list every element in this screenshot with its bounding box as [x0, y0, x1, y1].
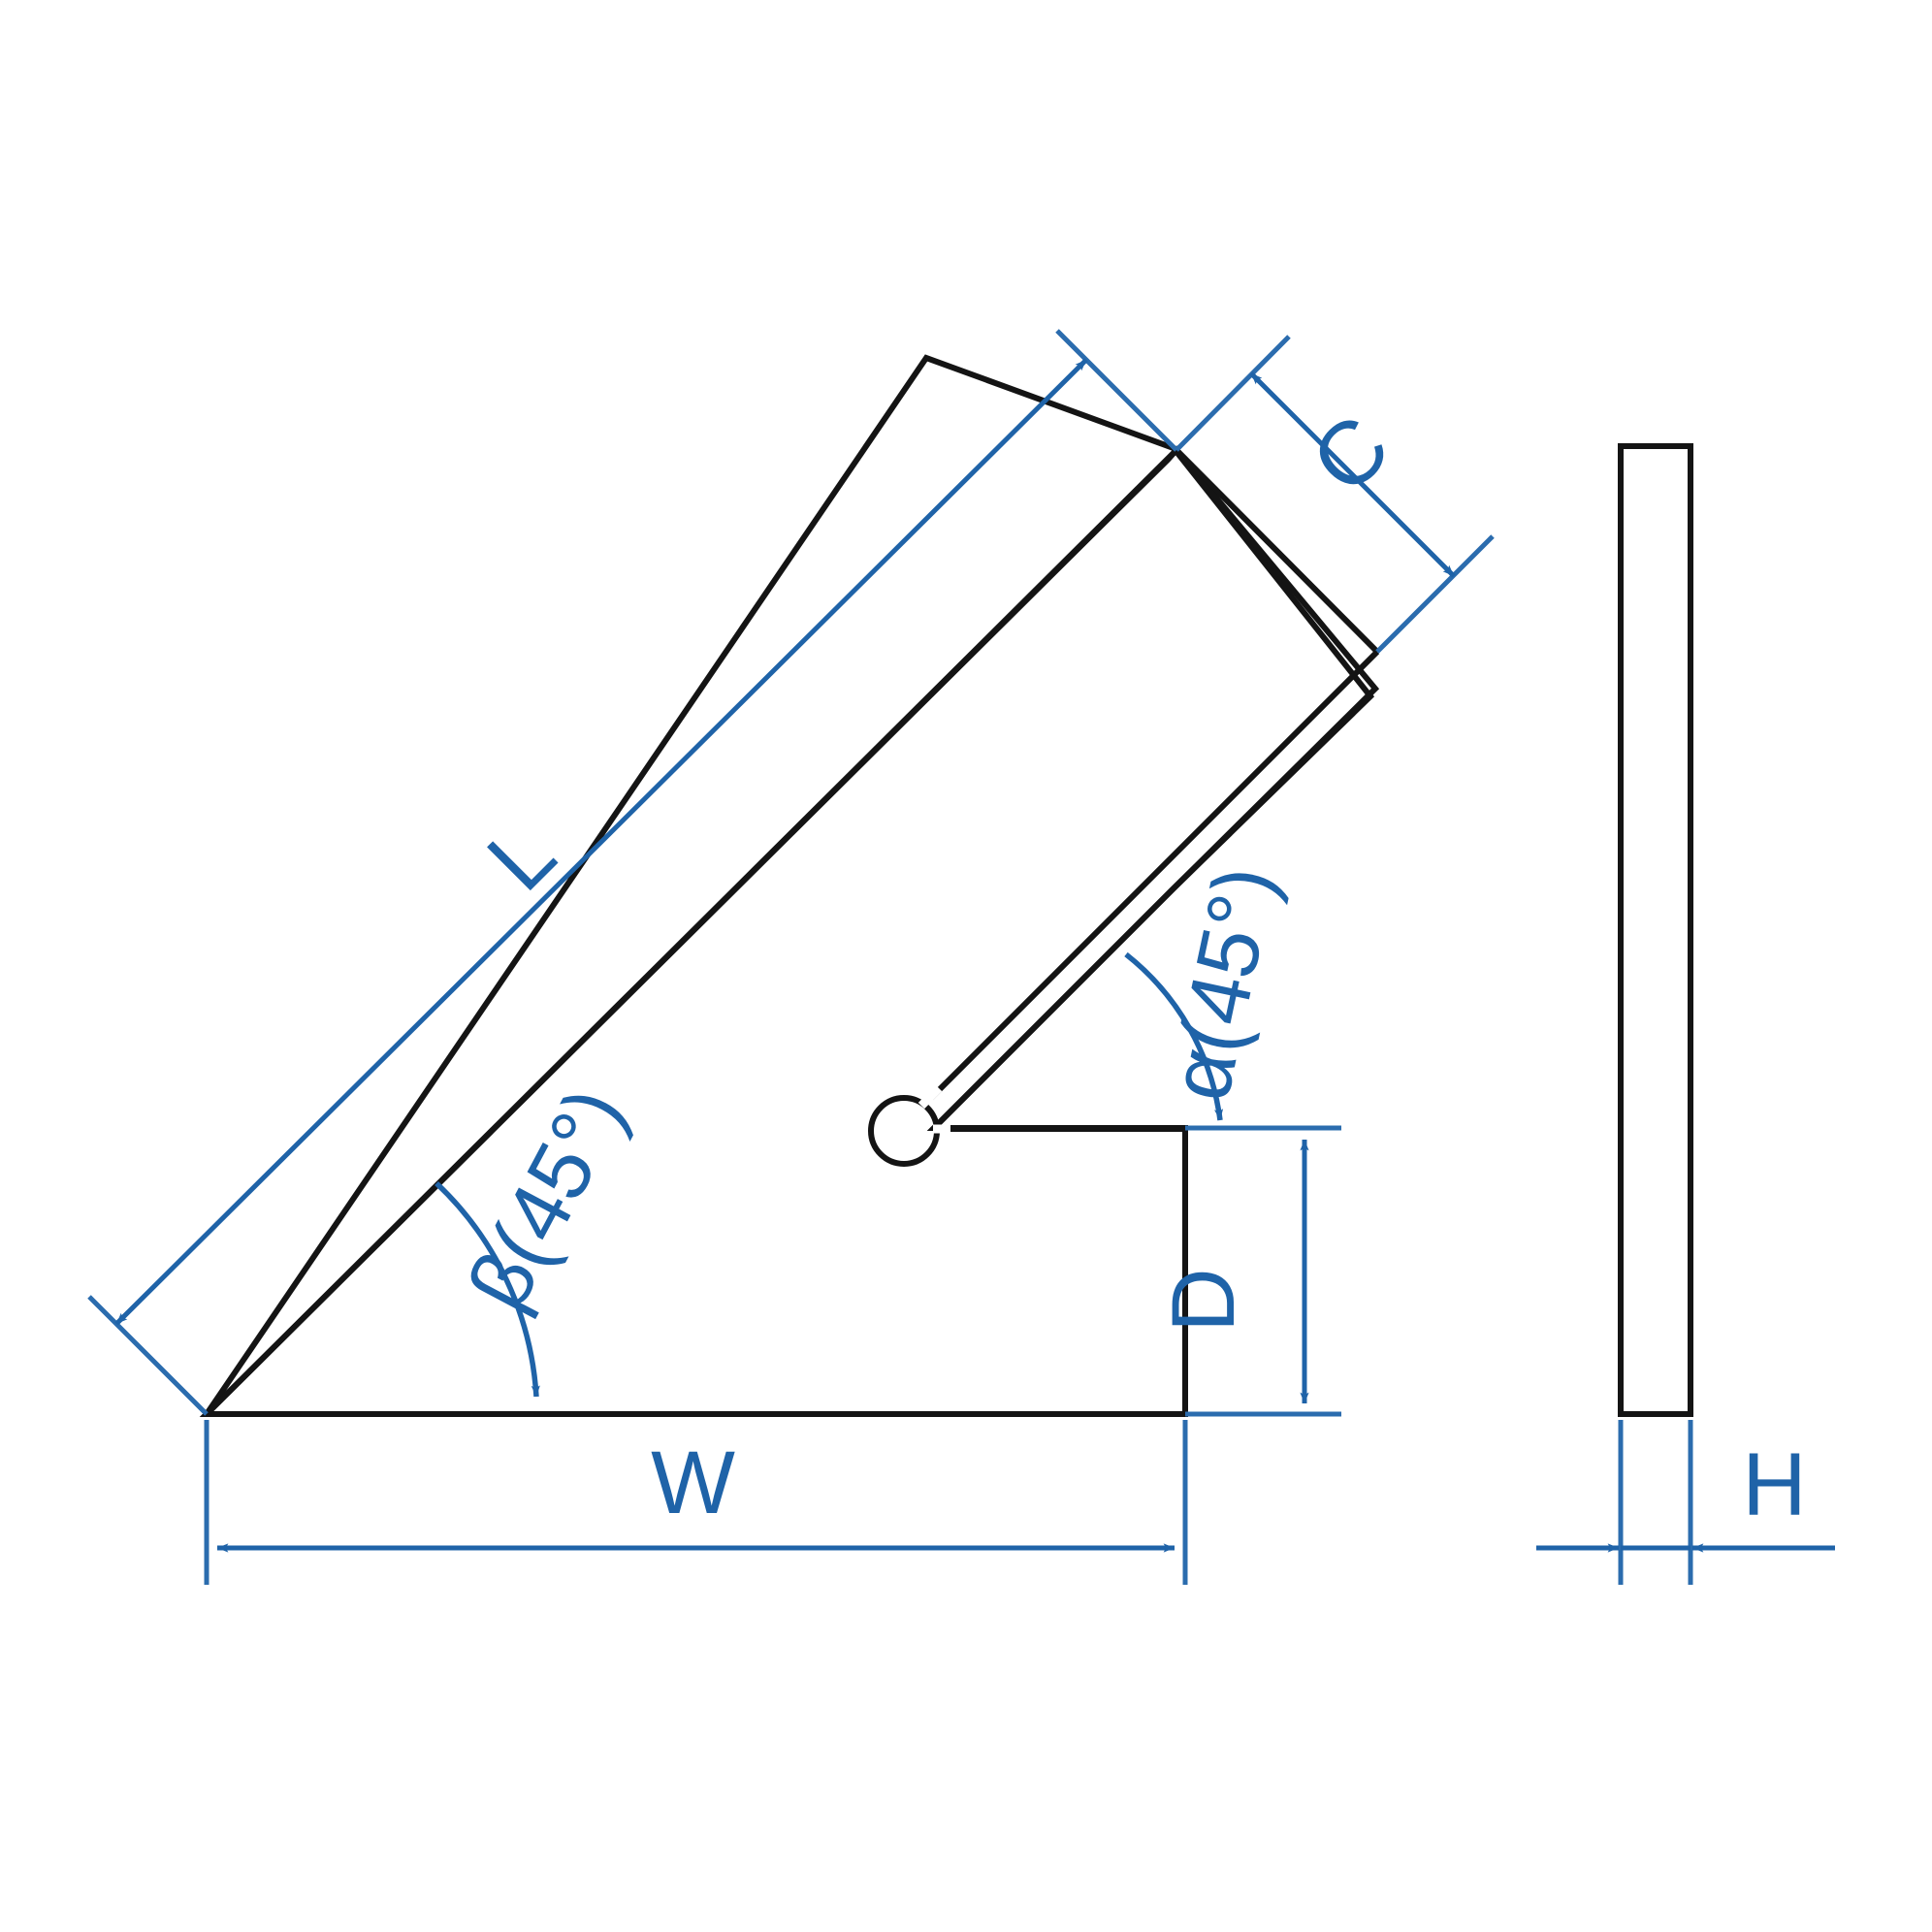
angle-alpha: α(45°)	[1124, 858, 1341, 1131]
angle-beta: β(45°)	[435, 1072, 644, 1398]
dim-C-line	[1249, 371, 1456, 578]
dimension-L: L	[87, 329, 1178, 1416]
angle-alpha-label: α(45°)	[1151, 858, 1294, 1109]
angle-beta-arc	[435, 1180, 540, 1398]
angle-alpha-arc	[1124, 951, 1224, 1121]
dimension-D: D	[1154, 1125, 1341, 1417]
dim-H-label: H	[1742, 1435, 1807, 1534]
front-view: L C α(45°) β(45°)	[87, 329, 1495, 1585]
angle-beta-label: β(45°)	[448, 1072, 643, 1324]
dim-L-ext-upper	[1055, 329, 1178, 452]
blade-outer-edge	[204, 447, 1179, 1417]
side-view-plate	[1618, 443, 1693, 1417]
dim-W-label: W	[651, 1433, 736, 1532]
dim-C-ext-upper	[1175, 335, 1291, 452]
dim-L-line	[114, 358, 1088, 1326]
dim-C-ext-lower	[1375, 534, 1495, 654]
side-view: H	[1536, 443, 1835, 1585]
dim-C-label: C	[1293, 396, 1409, 512]
dim-D-label: D	[1154, 1267, 1253, 1332]
dimension-H: H	[1536, 1420, 1835, 1585]
dim-L-ext-lower	[87, 1295, 209, 1416]
relief-hole-gap-top	[918, 1084, 943, 1110]
dimension-W: W	[204, 1420, 1188, 1585]
blade-inner-edge	[928, 649, 1380, 1101]
